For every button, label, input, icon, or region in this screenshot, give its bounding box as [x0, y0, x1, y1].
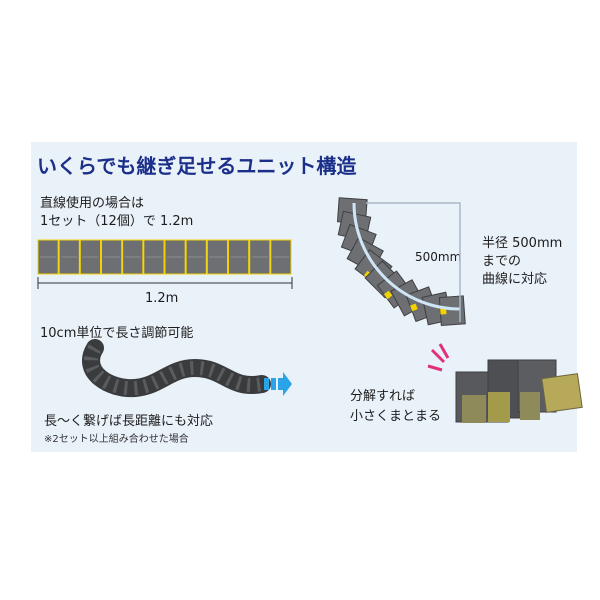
- page-title: いくらでも継ぎ足せるユニット構造: [37, 154, 357, 178]
- disassemble-text-line2: 小さくまとまる: [350, 409, 442, 424]
- radius-label: 500mm: [415, 250, 462, 264]
- length-dimension-label: 1.2m: [145, 291, 179, 306]
- radius-guide-line: [366, 202, 461, 322]
- curve-text-line2: までの: [482, 254, 522, 269]
- curve-text-line3: 曲線に対応: [482, 272, 548, 287]
- disassemble-text-line1: 分解すれば: [350, 389, 416, 404]
- curve-text-line1: 半径 500mm: [482, 236, 563, 251]
- cable-line: [352, 202, 461, 311]
- curve-unit: [438, 295, 466, 327]
- curved-cable-cover: [336, 197, 466, 327]
- length-dimension-line: [37, 277, 293, 289]
- straight-text-line2: 1セット（12個）で 1.2m: [40, 214, 194, 229]
- disassembled-units: [455, 359, 583, 423]
- flexible-cable-cover: [82, 339, 271, 398]
- long-distance-caption: 長〜く繋げば長距離にも対応: [44, 414, 214, 429]
- extend-arrow-icon: [264, 372, 292, 396]
- combination-note: ※2セット以上組み合わせた場合: [44, 434, 189, 445]
- burst-icon: [427, 343, 450, 372]
- straight-text-line1: 直線使用の場合は: [40, 196, 145, 211]
- adjust-heading: 10cm単位で長さ調節可能: [40, 326, 194, 341]
- straight-cable-cover: [37, 239, 292, 275]
